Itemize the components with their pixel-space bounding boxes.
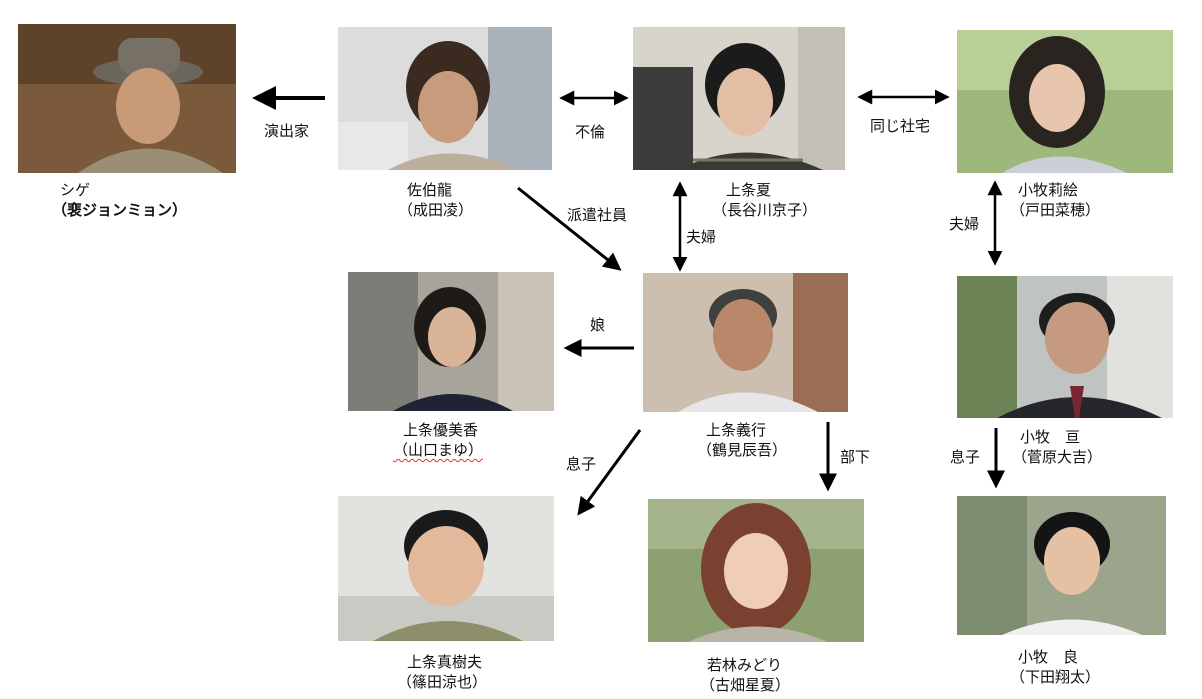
actor-yoshiyuki: （鶴見辰吾） [697, 441, 788, 459]
photo-shige [18, 24, 236, 173]
arrow-saeki-to-yoshiyuki [517, 186, 622, 271]
name-shige: シゲ [60, 181, 91, 199]
photo-ryo [957, 496, 1166, 635]
relation-daughter: 娘 [590, 316, 606, 334]
actor-yuka-text: （山口まゆ） [393, 441, 484, 459]
actor-shige: （裵ジョンミョン） [52, 201, 188, 219]
relation-same-housing: 同じ社宅 [870, 117, 931, 135]
name-midori: 若林みどり [707, 656, 783, 674]
name-makio: 上条真樹夫 [407, 653, 483, 671]
actor-yuka: （山口まゆ） [393, 440, 483, 460]
name-yuka: 上条優美香 [403, 421, 479, 439]
actor-wataru: （菅原大吉） [1012, 448, 1103, 466]
actor-natsu: （長谷川京子） [712, 201, 818, 219]
photo-natsu [633, 27, 845, 170]
actor-saeki: （成田凌） [398, 201, 474, 219]
photo-midori [648, 499, 864, 642]
actor-makio: （篠田涼也） [397, 673, 488, 691]
photo-rie [957, 30, 1173, 173]
name-natsu: 上条夏 [726, 181, 772, 199]
name-wataru: 小牧 亘 [1020, 428, 1081, 446]
relation-couple-1: 夫婦 [686, 228, 717, 246]
relation-subordinate: 部下 [840, 448, 871, 466]
name-ryo: 小牧 良 [1018, 648, 1079, 666]
name-yoshiyuki: 上条義行 [706, 421, 767, 439]
photo-makio [338, 496, 554, 641]
relation-affair: 不倫 [575, 123, 606, 141]
relation-temp-worker: 派遣社員 [567, 206, 628, 224]
photo-yuka [348, 272, 554, 411]
relation-director: 演出家 [264, 122, 310, 140]
actor-rie: （戸田菜穂） [1010, 201, 1101, 219]
actor-midori: （古畑星夏） [700, 676, 791, 694]
relation-son-2: 息子 [950, 448, 981, 466]
relation-son-1: 息子 [566, 455, 597, 473]
photo-saeki [338, 27, 552, 170]
relation-couple-2: 夫婦 [949, 215, 980, 233]
name-saeki: 佐伯龍 [407, 181, 453, 199]
name-rie: 小牧莉絵 [1018, 181, 1079, 199]
photo-wataru [957, 276, 1173, 418]
photo-yoshiyuki [643, 273, 848, 412]
actor-ryo: （下田翔太） [1010, 668, 1101, 686]
